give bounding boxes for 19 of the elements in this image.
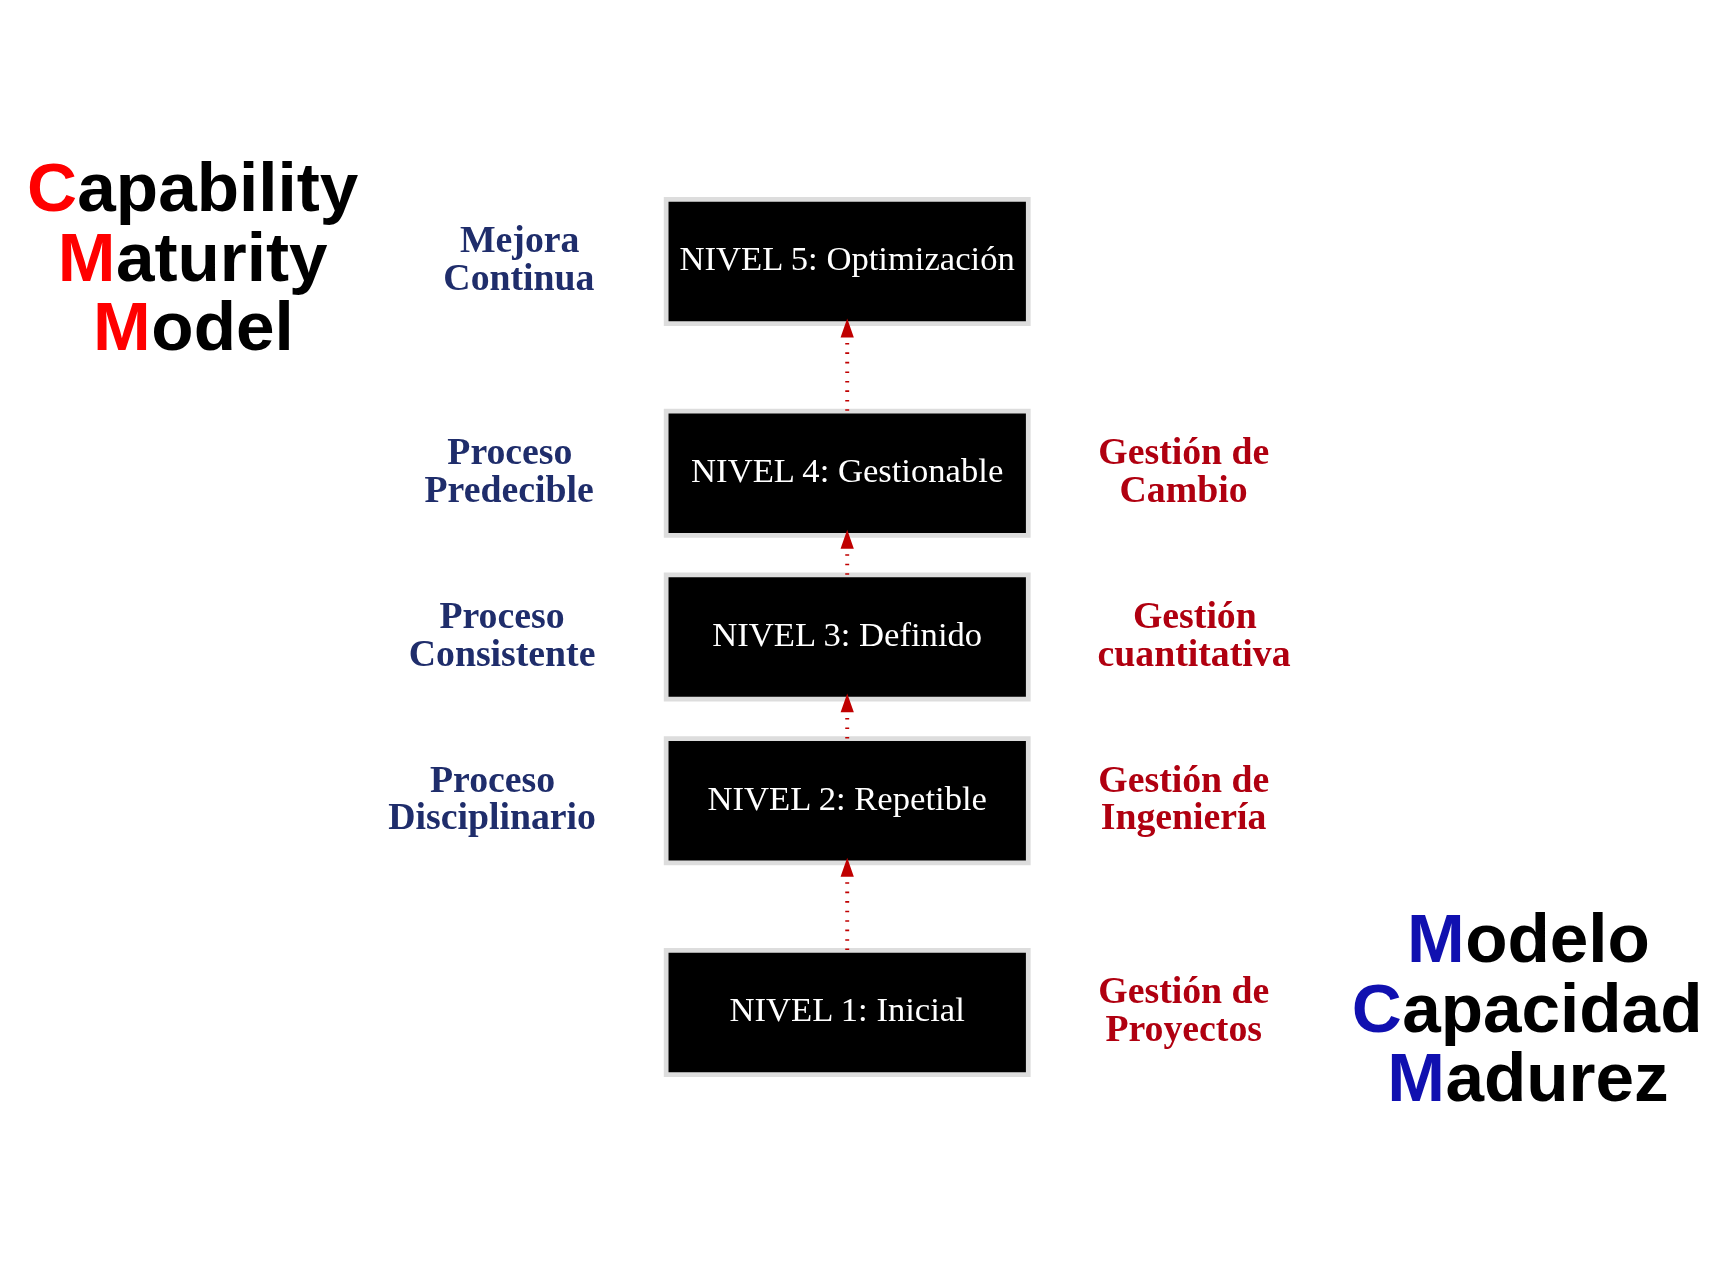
label: Mejora Continua	[443, 217, 595, 298]
arrow	[840, 692, 854, 738]
node-box: NIVEL 4: Gestionable	[663, 408, 1031, 538]
arrow	[840, 857, 854, 950]
label: Gestión de Proyectos	[1098, 968, 1270, 1049]
label: Gestión cuantitativa	[1097, 593, 1291, 674]
label: Modelo Capacidad Madurez	[1351, 898, 1703, 1116]
arrow	[840, 529, 854, 575]
label: Proceso Predecible	[424, 429, 594, 510]
node-box: NIVEL 1: Inicial	[663, 947, 1031, 1077]
node-box: NIVEL 5: Optimización	[663, 196, 1031, 326]
node-box: NIVEL 2: Repetible	[663, 735, 1031, 865]
arrow	[840, 317, 854, 411]
node-box: NIVEL 3: Definido	[663, 571, 1031, 702]
label: Gestión de Ingeniería	[1098, 757, 1270, 837]
label: Proceso Disciplinario	[388, 757, 597, 837]
label: Gestión de Cambio	[1098, 429, 1270, 510]
label: Capability Maturity Model	[26, 147, 359, 365]
label: Proceso Consistente	[408, 593, 596, 674]
